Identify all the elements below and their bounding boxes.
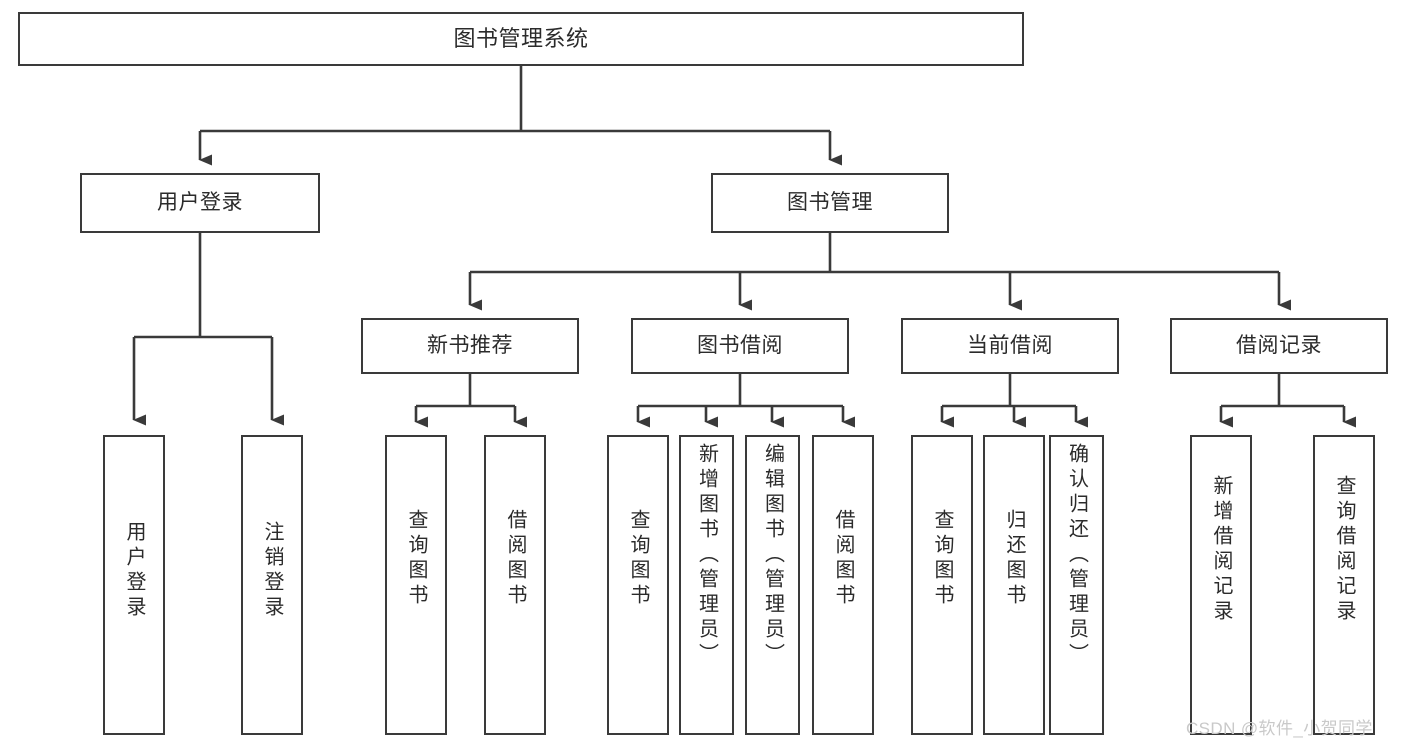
node-label: 查询图书 — [627, 509, 649, 609]
node-label: 图书借阅 — [697, 333, 783, 357]
node-label: 确认归还（管理员） — [1065, 443, 1088, 668]
node-new-book-recommend[interactable]: 新书推荐 — [361, 318, 579, 374]
node-root-system[interactable]: 图书管理系统 — [18, 12, 1024, 66]
node-label: 新书推荐 — [427, 333, 513, 357]
node-label: 用户登录 — [157, 190, 243, 214]
node-label: 新增图书（管理员） — [695, 443, 718, 668]
node-label: 图书管理系统 — [453, 26, 589, 52]
node-label: 查询图书 — [931, 509, 953, 609]
leaf-logout[interactable]: 注销登录 — [241, 435, 303, 735]
leaf-query-book-recommend[interactable]: 查询图书 — [385, 435, 447, 735]
leaf-borrow-book-borrow[interactable]: 借阅图书 — [812, 435, 874, 735]
node-borrow-record[interactable]: 借阅记录 — [1170, 318, 1388, 374]
leaf-edit-book-admin[interactable]: 编辑图书（管理员） — [745, 435, 800, 735]
node-label: 查询图书 — [405, 509, 427, 609]
node-label: 借阅图书 — [504, 509, 526, 609]
node-label: 图书管理 — [787, 190, 873, 214]
node-label: 用户登录 — [123, 521, 145, 621]
node-label: 归还图书 — [1003, 509, 1025, 609]
leaf-add-book-admin[interactable]: 新增图书（管理员） — [679, 435, 734, 735]
leaf-query-book-borrow[interactable]: 查询图书 — [607, 435, 669, 735]
node-current-borrow[interactable]: 当前借阅 — [901, 318, 1119, 374]
node-label: 编辑图书（管理员） — [761, 443, 784, 668]
node-label: 借阅记录 — [1236, 333, 1322, 357]
node-label: 注销登录 — [261, 521, 283, 621]
leaf-return-book[interactable]: 归还图书 — [983, 435, 1045, 735]
leaf-query-borrow-record[interactable]: 查询借阅记录 — [1313, 435, 1375, 735]
leaf-user-login[interactable]: 用户登录 — [103, 435, 165, 735]
leaf-confirm-return-admin[interactable]: 确认归还（管理员） — [1049, 435, 1104, 735]
node-book-borrow[interactable]: 图书借阅 — [631, 318, 849, 374]
node-label: 当前借阅 — [967, 333, 1053, 357]
node-label: 新增借阅记录 — [1210, 475, 1232, 625]
node-label: 借阅图书 — [832, 509, 854, 609]
node-user-login[interactable]: 用户登录 — [80, 173, 320, 233]
leaf-query-book-current[interactable]: 查询图书 — [911, 435, 973, 735]
node-label: 查询借阅记录 — [1333, 475, 1355, 625]
leaf-add-borrow-record[interactable]: 新增借阅记录 — [1190, 435, 1252, 735]
leaf-borrow-book-recommend[interactable]: 借阅图书 — [484, 435, 546, 735]
node-book-management[interactable]: 图书管理 — [711, 173, 949, 233]
